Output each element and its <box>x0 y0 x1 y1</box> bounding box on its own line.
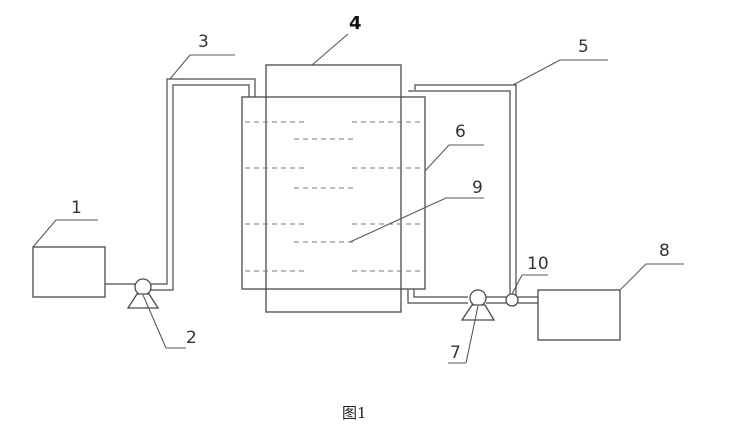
label-9: 9 <box>472 178 483 198</box>
liquid-layers-9 <box>245 121 422 272</box>
valve-10 <box>505 293 519 307</box>
label-7: 7 <box>450 343 461 363</box>
label-10: 10 <box>527 254 549 274</box>
label-4: 4 <box>349 13 362 34</box>
leader-lines <box>32 33 684 364</box>
collection-tank-8 <box>537 289 621 341</box>
label-3: 3 <box>198 32 209 52</box>
label-2: 2 <box>186 328 197 348</box>
outlet-pipe-5 <box>407 84 538 304</box>
label-1: 1 <box>71 198 82 218</box>
label-6: 6 <box>455 122 466 142</box>
figure-caption: 图1 <box>342 404 367 422</box>
pump-7 <box>460 289 496 321</box>
feed-tank-1 <box>32 246 135 298</box>
reaction-vessel-4 <box>241 64 426 313</box>
pump-2 <box>126 278 160 309</box>
label-5: 5 <box>578 37 589 57</box>
part-labels: 1 2 3 4 5 6 9 7 10 8 <box>71 13 670 363</box>
inlet-pipe-3 <box>151 78 256 291</box>
label-8: 8 <box>659 241 670 261</box>
